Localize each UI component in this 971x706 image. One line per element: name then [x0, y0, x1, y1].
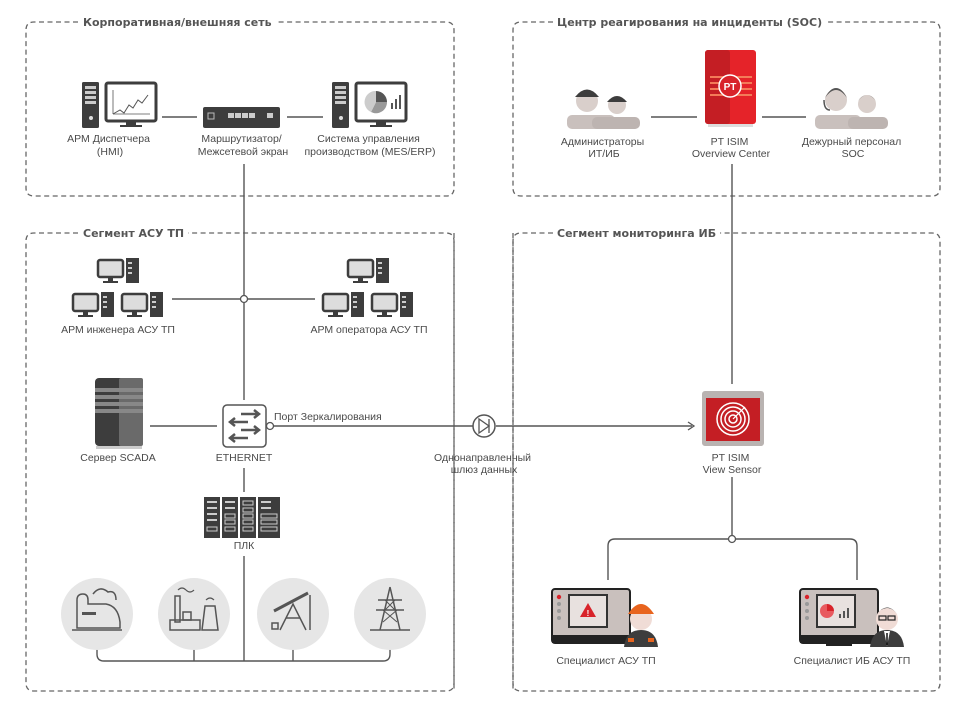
zone-title-mask: [553, 227, 721, 240]
zone-title-mask: [79, 227, 189, 240]
label-scada: Сервер SCADA: [80, 452, 156, 464]
label-admins: Администраторы ИТ/ИБ: [561, 136, 647, 160]
soc-duty-staff-icon[interactable]: [815, 88, 888, 129]
router-firewall-icon[interactable]: [203, 107, 280, 128]
operator-workstations-icon[interactable]: [321, 258, 413, 317]
ics-specialist-icon[interactable]: !: [551, 588, 658, 647]
plc-icon[interactable]: [204, 497, 280, 538]
hmi-workstation-icon[interactable]: [82, 81, 158, 128]
zone-title-mask: [79, 16, 276, 29]
zone-ics: Сегмент АСУ ТП: [25, 227, 455, 692]
label-overview-center: PT ISIM Overview Center: [692, 136, 771, 160]
pt-isim-view-sensor-icon[interactable]: [702, 391, 764, 446]
ethernet-switch-icon[interactable]: [222, 404, 267, 448]
pt-isim-overview-center-icon[interactable]: PT: [705, 50, 756, 127]
zone-title-corporate: Корпоративная/внешняя сеть: [83, 16, 272, 29]
it-admins-icon[interactable]: [567, 89, 640, 130]
connections: [92, 116, 858, 662]
label-ics-specialist: Специалист АСУ ТП: [556, 655, 655, 667]
label-hmi: АРМ Диспетчера (HMI): [67, 133, 153, 158]
arrow-head-icon: [687, 421, 696, 431]
zone-corporate: Корпоративная/внешняя сеть: [25, 16, 455, 197]
power-line-tower-icon[interactable]: [354, 578, 426, 650]
zone-title-mask: [553, 16, 827, 29]
junction-node: [727, 534, 737, 544]
label-gateway: Однонаправленный шлюз данных: [434, 452, 534, 476]
mirror-port-node: [265, 421, 275, 431]
oil-pump-jack-icon[interactable]: [257, 578, 329, 650]
wire-field-bus: [96, 633, 391, 662]
zone-soc: Центр реагирования на инциденты (SOC): [512, 16, 941, 197]
label-plc: ПЛК: [234, 540, 255, 552]
zone-title-soc: Центр реагирования на инциденты (SOC): [557, 16, 822, 29]
pt-logo-text: PT: [724, 82, 737, 93]
label-mes: Система управления производством (MES/ER…: [305, 133, 436, 158]
railway-train-icon[interactable]: [61, 578, 133, 650]
engineer-workstations-icon[interactable]: [71, 258, 163, 317]
svg-text:!: !: [587, 609, 590, 618]
label-view-sensor: PT ISIM View Sensor: [703, 452, 762, 476]
label-router: Маршрутизатор/ Межсетевой экран: [198, 133, 289, 158]
label-security-specialist: Специалист ИБ АСУ ТП: [794, 655, 911, 667]
zone-monitoring: Сегмент мониторинга ИБ: [512, 227, 941, 692]
zone-title-monitoring: Сегмент мониторинга ИБ: [557, 227, 716, 240]
one-way-gateway-icon[interactable]: [472, 414, 496, 438]
label-mirror-port: Порт Зеркалирования: [274, 411, 382, 423]
scada-server-icon[interactable]: [95, 378, 143, 449]
security-specialist-icon[interactable]: [799, 588, 904, 647]
wire-specialists: [607, 538, 858, 580]
power-plant-icon[interactable]: [158, 578, 230, 650]
label-ethernet: ETHERNET: [216, 452, 273, 464]
label-engineer-workstation: АРМ инженера АСУ ТП: [61, 324, 175, 336]
label-operator-workstation: АРМ оператора АСУ ТП: [310, 324, 427, 336]
mes-erp-workstation-icon[interactable]: [332, 81, 408, 128]
label-duty-staff: Дежурный персонал SOC: [802, 136, 904, 160]
junction-node: [239, 294, 249, 304]
zone-title-ics: Сегмент АСУ ТП: [83, 227, 184, 240]
